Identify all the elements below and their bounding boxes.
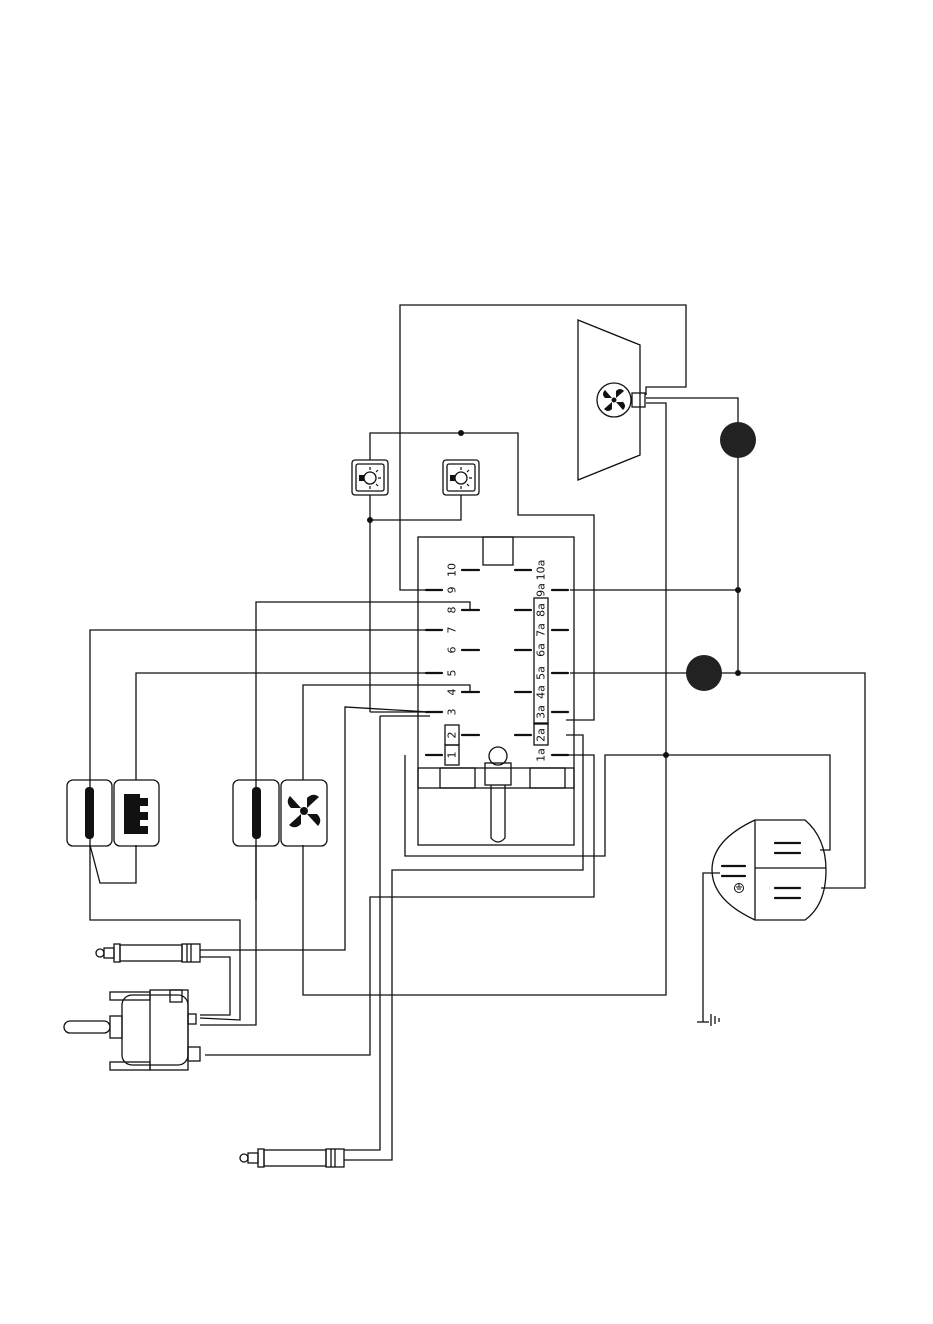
switch-terminal-label: 6 (446, 647, 459, 654)
wire-5 (136, 673, 430, 780)
thermostat-probe-upper (96, 944, 200, 962)
wire-9-to-fan (400, 305, 686, 590)
junction-dot (735, 587, 741, 593)
fan-motor (578, 320, 645, 480)
grill-element-icon (124, 794, 148, 834)
terminal-block-body (712, 820, 826, 920)
thermal-cutout-icon (720, 422, 756, 458)
switch-terminal-label: 5 (446, 670, 459, 677)
switch-body (418, 537, 574, 845)
grill-element (114, 780, 159, 846)
switch-cam (483, 537, 513, 565)
switch-terminal-label: 9 (446, 587, 459, 594)
lamp-icon (359, 467, 381, 489)
switch-terminal-label: 1a (535, 748, 548, 762)
oven-lamp-2 (443, 460, 479, 495)
terminal-block (712, 820, 826, 920)
switch-terminal-label: 10a (535, 560, 548, 581)
switch-terminal-label: 2 (446, 732, 459, 739)
switch-terminals: 10 9 8 7 6 5 4 3 2 1 10a 9a 8a 7a 6a 5a 4a 3a 2a 1a (426, 560, 568, 765)
wire-cutout2-to-right (720, 673, 865, 888)
wire-3-lower (344, 716, 380, 1150)
heating-element-icon (85, 787, 94, 839)
switch-terminal-label: 8 (446, 607, 459, 614)
switch-terminal-label: 5a (535, 666, 548, 680)
switch-terminal-label: 3a (535, 705, 548, 719)
oven-lamp-1 (352, 460, 388, 495)
switch-terminal-label: 1 (446, 752, 459, 759)
junctions (367, 430, 741, 758)
switch-terminal-label: 4 (446, 689, 459, 696)
thermostat (64, 990, 200, 1070)
junction-dot (458, 430, 464, 436)
heating-element-icon (252, 787, 261, 839)
fan-icon (288, 795, 321, 828)
selector-switch: 10 9 8 7 6 5 4 3 2 1 10a 9a 8a 7a 6a 5a 4a 3a 2a 1a (418, 537, 574, 845)
junction-dot (663, 752, 669, 758)
switch-terminal-label: 2a (535, 728, 548, 742)
wire-lamp-top (370, 433, 594, 720)
fan-icon (603, 389, 625, 411)
switch-terminal-label: 4a (535, 685, 548, 699)
lower-element (67, 780, 112, 846)
fan-connector (632, 393, 645, 407)
junction-dot (735, 670, 741, 676)
wire-switch-bottom (405, 755, 830, 856)
wire-fan-to-bottom (303, 403, 666, 995)
switch-terminal-label: 7 (446, 627, 459, 634)
switch-terminal-label: 3 (446, 709, 459, 716)
wire-ground (703, 873, 720, 1022)
wire-fan-to-thermal-cutout (646, 398, 738, 425)
wire-element-link (90, 845, 136, 883)
wire-thermostat-coil (200, 957, 230, 1015)
thermostat-probe-lower (240, 1149, 344, 1167)
switch-terminal-label: 9a (535, 583, 548, 597)
fan-symbol-box (281, 780, 327, 846)
ground-icon (735, 884, 744, 893)
lamp-icon (450, 467, 472, 489)
switch-terminal-label: 7a (535, 623, 548, 637)
thermal-cutout-icon (686, 655, 722, 691)
fan-element (233, 780, 279, 846)
wire-lamp2-down (370, 495, 461, 520)
junction-dot (367, 517, 373, 523)
switch-terminal-label: 6a (535, 643, 548, 657)
ground-icon (697, 1014, 719, 1026)
wire-1a-out (205, 755, 594, 1055)
switch-terminal-label: 10 (446, 563, 459, 577)
switch-terminal-label: 8a (535, 603, 548, 617)
switch-base (418, 747, 574, 842)
wire-3-thermostat (200, 707, 430, 950)
